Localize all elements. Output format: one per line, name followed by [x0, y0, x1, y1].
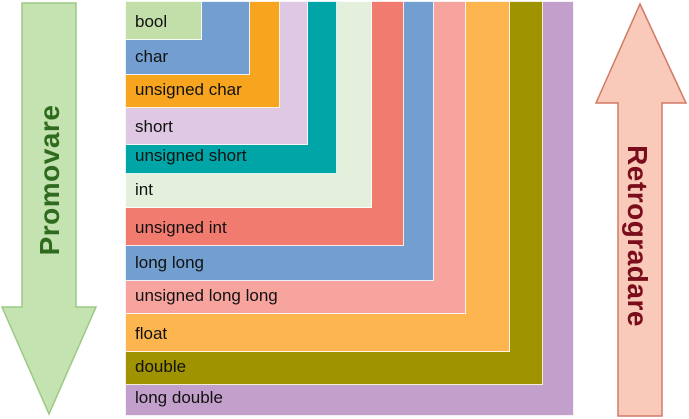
type-label: unsigned short: [135, 146, 247, 165]
type-label: char: [135, 47, 169, 66]
type-label: int: [135, 180, 153, 199]
promote-arrow-shape: [0, 2, 98, 416]
type-label: float: [135, 324, 168, 343]
demote-arrow: Retrogradare: [594, 2, 688, 417]
demote-arrow-shape: [594, 2, 688, 417]
type-label: unsigned long long: [135, 286, 278, 305]
promote-arrow: Promovare: [0, 2, 98, 416]
demote-arrow-label: Retrogradare: [622, 145, 653, 327]
type-label: short: [135, 117, 173, 136]
type-label: unsigned char: [135, 80, 242, 99]
type-label: unsigned int: [135, 218, 227, 237]
promote-arrow-label: Promovare: [34, 105, 65, 256]
type-label: bool: [135, 12, 168, 31]
type-label: long double: [135, 388, 223, 407]
type-label: long long: [135, 253, 205, 272]
type-label: double: [135, 357, 187, 376]
type-block: [125, 1, 202, 40]
